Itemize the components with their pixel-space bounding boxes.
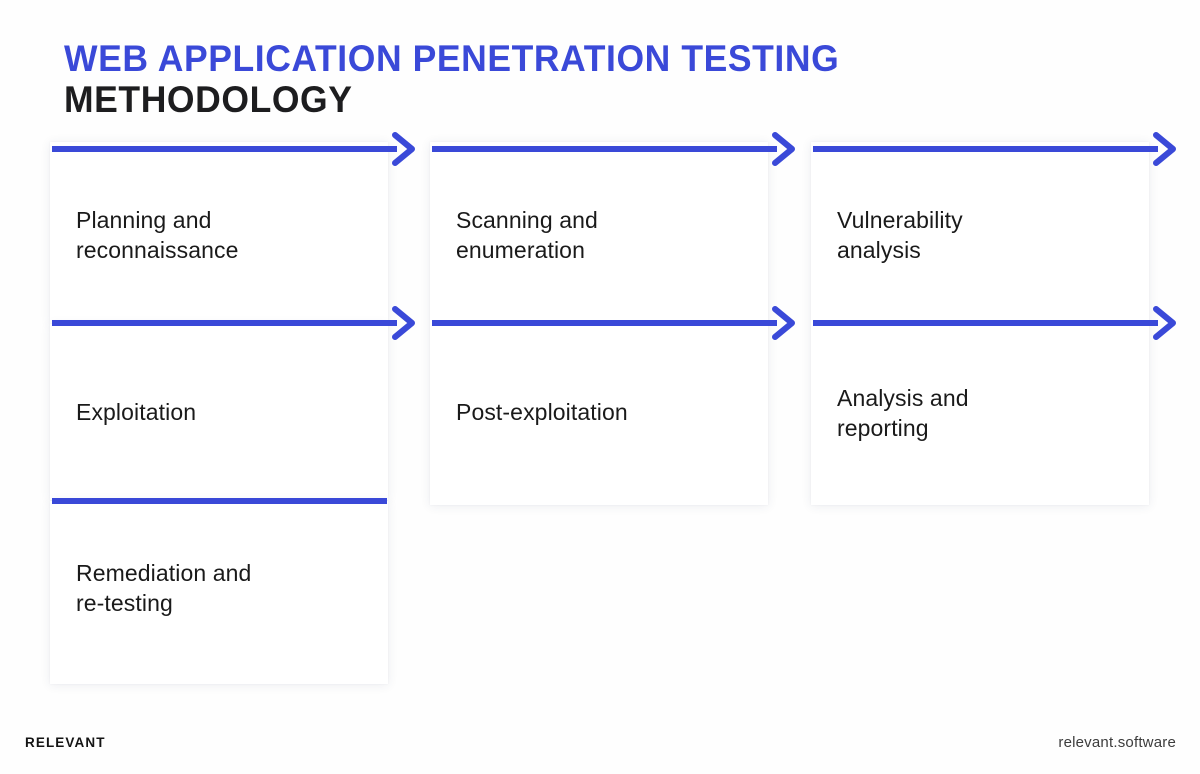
chevron-right-icon [1151, 131, 1181, 167]
step-card-label: Post-exploitation [456, 399, 628, 425]
chevron-right-icon [390, 305, 420, 341]
step-card-planning-and-reconnaissance[interactable]: Planning and reconnaissance [50, 142, 388, 324]
page-title-line-2: METHODOLOGY [64, 79, 353, 121]
chevron-right-icon [770, 305, 800, 341]
step-card-label: Vulnerability analysis [837, 207, 963, 263]
step-card-remediation-and-re-testing[interactable]: Remediation and re-testing [50, 501, 388, 684]
chevron-right-icon [1151, 305, 1181, 341]
chevron-right-icon [770, 131, 800, 167]
chevron-right-icon [390, 131, 420, 167]
step-card-label: Analysis and reporting [837, 385, 969, 441]
step-card-label: Exploitation [76, 399, 197, 425]
step-card-label: Remediation and re-testing [76, 560, 252, 616]
step-card-post-exploitation[interactable]: Post-exploitation [430, 324, 768, 505]
step-card-label: Scanning and enumeration [456, 207, 598, 263]
brand-logo-text: RELEVANT [25, 735, 106, 750]
step-card-label: Planning and reconnaissance [76, 207, 239, 263]
page-title: WEB APPLICATION PENETRATION TESTING METH… [64, 38, 872, 121]
methodology-flow-diagram: Planning and reconnaissance Scanning and… [50, 131, 1181, 684]
step-card-analysis-and-reporting[interactable]: Analysis and reporting [811, 324, 1149, 505]
step-card-exploitation[interactable]: Exploitation [50, 324, 388, 500]
page-title-line-1: WEB APPLICATION PENETRATION TESTING [64, 38, 840, 79]
website-url[interactable]: relevant.software [1058, 734, 1176, 751]
